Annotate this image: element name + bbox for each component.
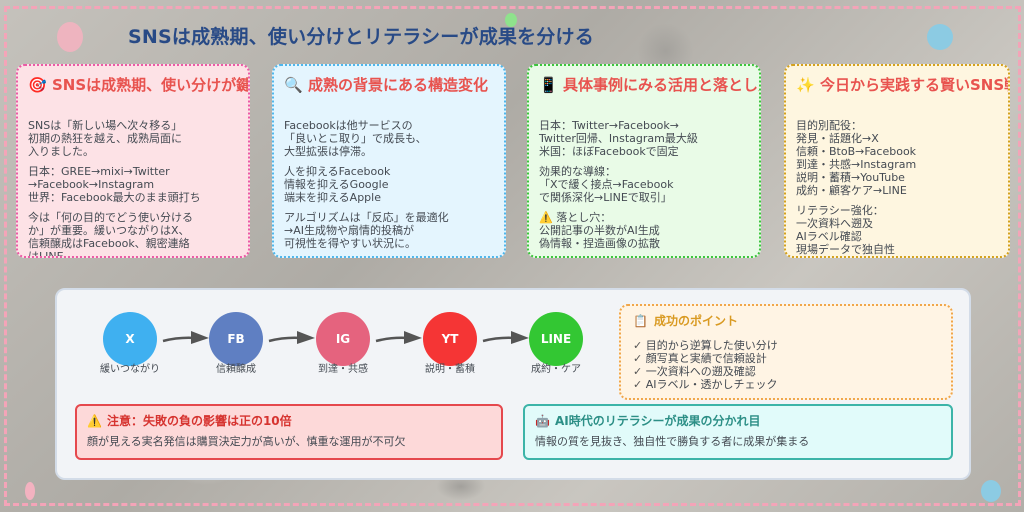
decorative-dot xyxy=(927,24,953,50)
clipboard-icon: 📋 xyxy=(633,313,648,328)
arrow-icon xyxy=(375,331,422,344)
decorative-dot xyxy=(57,22,83,52)
card-paragraph: 人を抑えるFacebook 情報を抑えるGoogle 端末を抑えるApple xyxy=(284,165,391,204)
alert-title: 注意：失敗の負の影響は正の10倍 xyxy=(106,414,292,428)
flow-node-x: X 緩いつながり xyxy=(100,312,160,375)
robot-icon: 🤖 xyxy=(535,413,550,428)
node-circle: IG xyxy=(316,312,370,366)
node-circle: FB xyxy=(209,312,263,366)
alert-text: 情報の質を見抜き、独自性で勝負する者に成果が集まる xyxy=(535,435,810,448)
decorative-dot xyxy=(505,13,517,27)
card-paragraph: 目的別配役： 発見・話題化→X 信頼・BtoB→Facebook 到達・共感→I… xyxy=(796,119,917,197)
node-label: 説明・蓄積 xyxy=(425,364,475,375)
decorative-dot xyxy=(25,482,35,500)
magnifier-icon: 🔍 xyxy=(284,75,303,94)
node-label: 成約・ケア xyxy=(531,364,581,375)
arrow-icon xyxy=(482,331,529,344)
warning-icon: ⚠️ xyxy=(87,413,102,428)
ai-literacy-alert: 🤖 AI時代のリテラシーが成果の分かれ目 情報の質を見抜き、独自性で勝負する者に… xyxy=(523,404,953,460)
decorative-dot xyxy=(981,480,1001,502)
node-circle: YT xyxy=(423,312,477,366)
page-title: SNSは成熟期、使い分けとリテラシーが成果を分ける xyxy=(128,26,594,48)
card-title: 具体事例にみる活用と落とし穴 xyxy=(563,76,761,94)
card-strategy: ✨ 今日から実践する賢いSNS戦略 目的別配役： 発見・話題化→X 信頼・Bto… xyxy=(784,64,1010,258)
success-points-box: 📋 成功のポイント 目的から逆算した使い分け 顔写真と実績で信頼設計 一次資料へ… xyxy=(619,304,953,400)
flow-node-fb: FB 信頼醸成 xyxy=(209,312,263,375)
arrow-icon xyxy=(162,331,209,344)
card-paragraph: ⚠️ 落とし穴： 公開記事の半数がAI生成 偽情報・捏造画像の拡散 xyxy=(539,211,660,250)
flow-node-ig: IG 到達・共感 xyxy=(316,312,370,375)
node-circle: X xyxy=(103,312,157,366)
list-item: 一次資料への遡及確認 xyxy=(633,365,939,378)
platform-flow: X 緩いつながり FB 信頼醸成 IG 到達・共感 YT 説明・蓄積 xyxy=(100,312,583,382)
points-list: 目的から逆算した使い分け 顔写真と実績で信頼設計 一次資料への遡及確認 AIラベ… xyxy=(633,339,939,391)
card-case-studies: 📱 具体事例にみる活用と落とし穴 日本：Twitter→Facebook→ Tw… xyxy=(527,64,761,258)
points-title: 成功のポイント xyxy=(653,314,738,328)
card-title: SNSは成熟期、使い分けが鍵 xyxy=(52,76,250,94)
list-item: AIラベル・透かしチェック xyxy=(633,378,939,391)
flow-node-line: LINE 成約・ケア xyxy=(529,312,583,375)
card-paragraph: 今は「何の目的でどう使い分ける か」が重要。緩いつながりはX、 信頼醸成はFac… xyxy=(28,211,193,258)
sparkles-icon: ✨ xyxy=(796,75,815,94)
smartphone-icon: 📱 xyxy=(539,75,558,94)
target-icon: 🎯 xyxy=(28,75,47,94)
card-paragraph: 日本：Twitter→Facebook→ Twitter回帰、Instagram… xyxy=(539,119,698,158)
card-title: 今日から実践する賢いSNS戦略 xyxy=(820,76,1008,94)
card-paragraph: 効果的な導線： 「Xで緩く接点→Facebook で関係深化→LINEで取引」 xyxy=(539,165,674,204)
card-paragraph: リテラシー強化： 一次資料へ遡及 AIラベル確認 現場データで独自性 xyxy=(796,204,895,256)
alert-text: 顔が見える実名発信は購買決定力が高いが、慎重な運用が不可欠 xyxy=(87,435,406,448)
arrow-icon xyxy=(268,331,315,344)
node-label: 緩いつながり xyxy=(100,364,160,375)
node-label: 信頼醸成 xyxy=(216,364,256,375)
flow-node-yt: YT 説明・蓄積 xyxy=(423,312,477,375)
card-paragraph: アルゴリズムは「反応」を最適化 →AI生成物や扇情的投稿が 可視性を得やすい状況… xyxy=(284,211,449,250)
node-circle: LINE xyxy=(529,312,583,366)
card-paragraph: SNSは「新しい場へ次々移る」 初期の熱狂を越え、成熟局面に 入りました。 xyxy=(28,119,183,158)
card-structural-change: 🔍 成熟の背景にある構造変化 Facebookは他サービスの 「良いとこ取り」で… xyxy=(272,64,506,258)
summary-panel: X 緩いつながり FB 信頼醸成 IG 到達・共感 YT 説明・蓄積 xyxy=(55,288,971,480)
node-label: 到達・共感 xyxy=(318,364,368,375)
card-paragraph: 日本：GREE→mixi→Twitter →Facebook→Instagram… xyxy=(28,165,201,204)
card-title: 成熟の背景にある構造変化 xyxy=(308,76,489,94)
card-paragraph: Facebookは他サービスの 「良いとこ取り」で成長も、 大型拡張は停滞。 xyxy=(284,119,427,158)
list-item: 顔写真と実績で信頼設計 xyxy=(633,352,939,365)
card-maturity: 🎯 SNSは成熟期、使い分けが鍵 SNSは「新しい場へ次々移る」 初期の熱狂を越… xyxy=(16,64,250,258)
warning-alert: ⚠️ 注意：失敗の負の影響は正の10倍 顔が見える実名発信は購買決定力が高いが、… xyxy=(75,404,503,460)
list-item: 目的から逆算した使い分け xyxy=(633,339,939,352)
alert-title: AI時代のリテラシーが成果の分かれ目 xyxy=(554,414,761,428)
